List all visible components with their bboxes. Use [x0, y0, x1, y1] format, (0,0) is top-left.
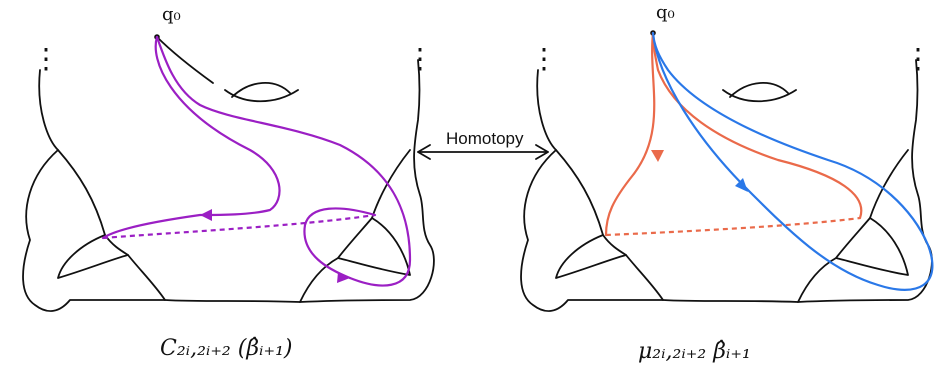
left-caption: C₂ᵢ,₂ᵢ₊₂ (β̂ᵢ₊₁) [160, 336, 292, 361]
left-surface-outline [22, 59, 435, 312]
left-purple-dashed [102, 213, 376, 240]
right-handle-bottom [722, 89, 797, 103]
right-surface-outline [520, 59, 933, 312]
left-purple-loop [101, 35, 281, 240]
homotopy-arrow-head-right [535, 144, 549, 160]
right-inner-flap-b [602, 234, 627, 256]
left-handle-top [231, 82, 291, 98]
right-right-flap-b [835, 217, 871, 259]
left-inner-flap [57, 149, 166, 301]
right-orange-left-strand [604, 31, 656, 237]
homotopy-label: Homotopy [446, 129, 524, 148]
right-right-flap [797, 149, 909, 303]
homotopy-arrow-head-left [417, 144, 431, 160]
left-ellipsis-right: ⋮ [406, 42, 434, 75]
right-inner-flap [555, 149, 664, 301]
left-basepoint-label: q₀ [162, 4, 181, 25]
homotopy-label-bg [440, 128, 532, 148]
left-purple-arrow-b [337, 272, 350, 283]
left-handle-bottom [224, 89, 299, 103]
right-orange-arrow [651, 150, 664, 162]
left-purple-inner-loop [303, 207, 377, 280]
right-caption: μ₂ᵢ,₂ᵢ₊₂ β̂ᵢ₊₁ [638, 339, 751, 364]
right-surface: ⋮ ⋮ q₀ μ₂ᵢ,₂ᵢ₊₂ β̂ᵢ₊₁ [520, 2, 934, 364]
left-purple-arrow-a [200, 209, 212, 221]
homotopy-arrow: Homotopy [417, 128, 549, 160]
left-right-flap-b [337, 217, 373, 259]
right-basepoint-label: q₀ [656, 2, 675, 23]
right-orange-right-strand [651, 31, 863, 220]
left-purple-outer-loop [155, 35, 412, 287]
right-handle-top [729, 82, 789, 98]
right-ellipsis-right: ⋮ [904, 42, 932, 75]
left-basepoint-arc [156, 36, 214, 84]
left-ellipsis-left: ⋮ [32, 42, 60, 75]
right-ellipsis-left: ⋮ [530, 42, 558, 75]
right-blue-arrow [735, 178, 748, 192]
right-orange-dashed [605, 216, 861, 237]
right-blue-inner-strand [651, 31, 934, 291]
left-surface: ⋮ ⋮ q₀ C₂ᵢ,₂ᵢ₊₂ (β̂ᵢ₊₁) [22, 4, 435, 361]
